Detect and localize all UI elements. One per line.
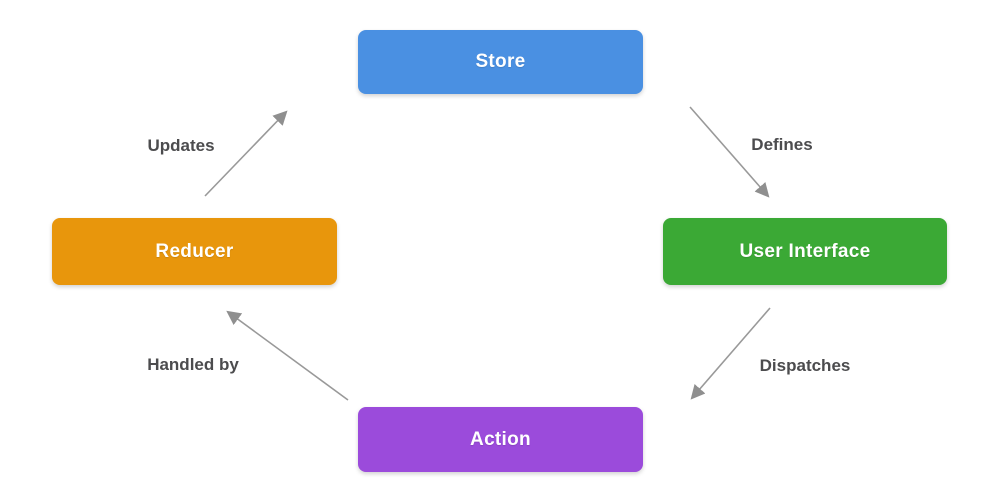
edge-label-defines: Defines	[751, 135, 813, 154]
edge-label-handled-by: Handled by	[147, 355, 239, 374]
arrow-updates	[204, 110, 288, 197]
node-reducer: Reducer	[52, 218, 337, 285]
node-user-interface: User Interface	[663, 218, 947, 285]
arrow-dispatches	[690, 307, 771, 400]
node-store: Store	[358, 30, 643, 94]
arrow-handled-by	[226, 310, 349, 401]
node-action: Action	[358, 407, 643, 472]
edge-label-dispatches: Dispatches	[759, 356, 851, 375]
edge-label-updates: Updates	[147, 136, 215, 155]
